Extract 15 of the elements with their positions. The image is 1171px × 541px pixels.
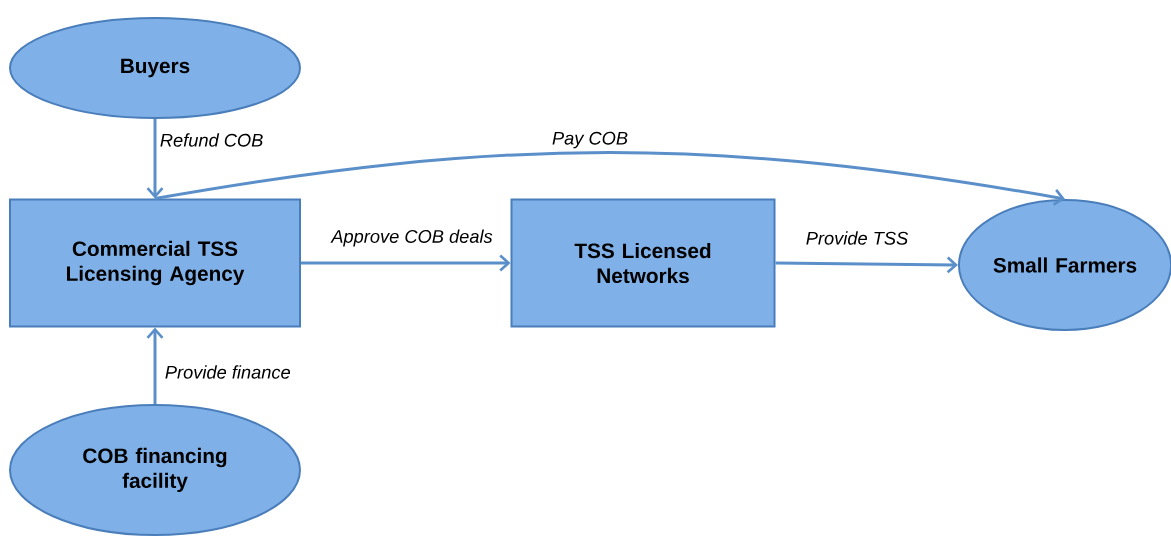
arrow bbox=[146, 327, 164, 404]
edge-label: Pay COB bbox=[549, 129, 631, 151]
arrow bbox=[154, 151, 1065, 206]
edge-label: Approve COB deals bbox=[328, 227, 496, 249]
edge-label: Refund COB bbox=[157, 130, 266, 150]
ellipse-node: COB financing facility bbox=[9, 404, 301, 536]
arrow bbox=[301, 254, 511, 272]
edge-label: Provide TSS bbox=[803, 228, 911, 248]
edge-label: Provide finance bbox=[162, 362, 294, 382]
process-box: Commercial TSS Licensing Agency bbox=[9, 198, 301, 328]
arrow bbox=[146, 119, 164, 199]
process-box: TSS Licensed Networks bbox=[510, 198, 776, 328]
ellipse-node: Small Farmers bbox=[957, 199, 1171, 331]
ellipse-node: Buyers bbox=[9, 17, 301, 119]
arrow bbox=[775, 256, 958, 274]
